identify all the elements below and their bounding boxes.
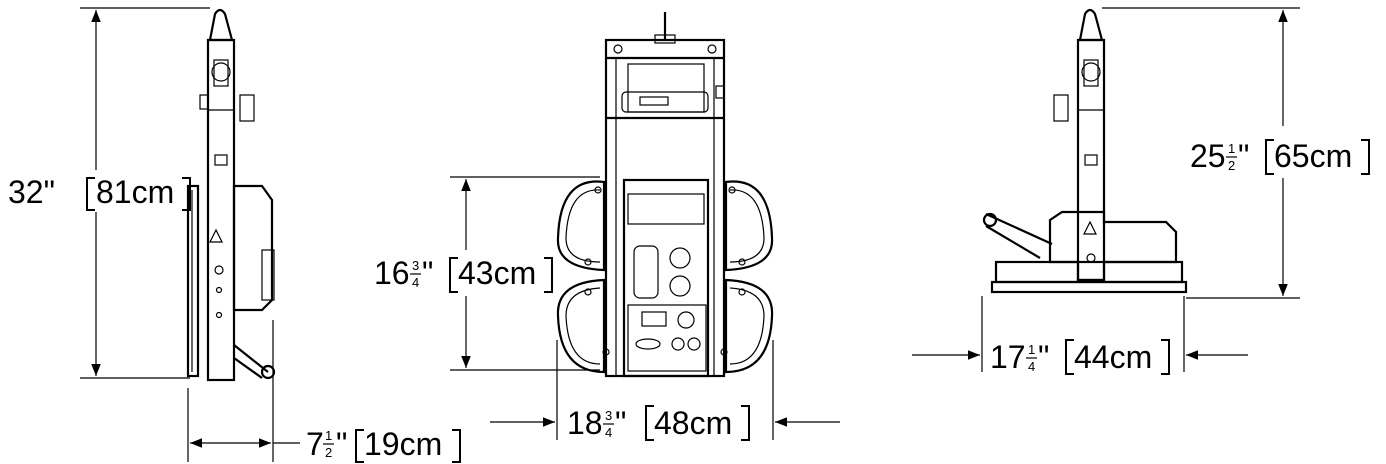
warning-icon [1083,220,1097,235]
svg-text:3: 3 [412,258,419,273]
svg-text:": " [615,405,626,441]
svg-text:": " [1038,339,1049,375]
svg-text:": " [1238,138,1249,174]
dimension-height-total: 32" 81cm [8,7,210,379]
width-whole: 18 [567,405,603,441]
dimension-length-lowered: 17 1 4 " 44cm [912,296,1248,375]
pad-height-whole: 16 [374,255,410,291]
depth-metric: 19cm [364,426,442,462]
width-metric: 48cm [654,405,732,441]
height-total-imperial: 32" [8,174,55,210]
vacuum-gauge-icon [669,247,691,269]
vacuum-gauge-icon [669,275,691,297]
height-lowered-whole: 25 [1190,138,1226,174]
height-total-metric: 81cm [96,174,174,210]
depth-whole: 7 [306,426,324,462]
length-lowered-whole: 17 [990,339,1026,375]
side-view-left [186,8,276,382]
svg-text:": " [336,426,347,462]
lift-handle-icon [208,8,234,42]
mast [1076,38,1106,282]
dimension-pad-height: 16 3 4 " 43cm [374,176,600,371]
vacuum-pad-top-left [556,180,606,272]
vacuum-pad-bottom-right [724,278,774,374]
svg-text:1: 1 [325,428,332,443]
lift-handle-icon [1078,8,1104,42]
svg-text:4: 4 [1028,359,1035,374]
warning-icon [209,228,223,243]
vacuum-pad-edge [186,184,200,378]
gauge-panel [622,178,710,378]
side-view-right [982,8,1188,294]
pad-height-metric: 43cm [458,255,536,291]
control-unit [621,91,709,113]
svg-text:1: 1 [1228,141,1235,156]
dimension-depth: 7 1 2 " 19cm [187,320,461,463]
dimension-height-lowered: 25 1 2 " 65cm [1102,7,1370,299]
front-view [556,12,774,378]
mast [206,38,236,382]
svg-text:1: 1 [1028,342,1035,357]
svg-text:2: 2 [1228,158,1235,173]
dimension-width: 18 3 4 " 48cm [490,340,840,441]
vacuum-housing [1048,210,1178,282]
svg-text:": " [422,255,433,291]
vacuum-pad-top-right [724,180,774,272]
svg-text:4: 4 [605,425,612,440]
svg-text:3: 3 [605,408,612,423]
svg-text:4: 4 [412,275,419,290]
svg-text:2: 2 [325,445,332,460]
vacuum-housing [232,184,274,312]
height-lowered-metric: 65cm [1274,138,1352,174]
length-lowered-metric: 44cm [1074,339,1152,375]
vacuum-pad-edge [990,280,1188,294]
